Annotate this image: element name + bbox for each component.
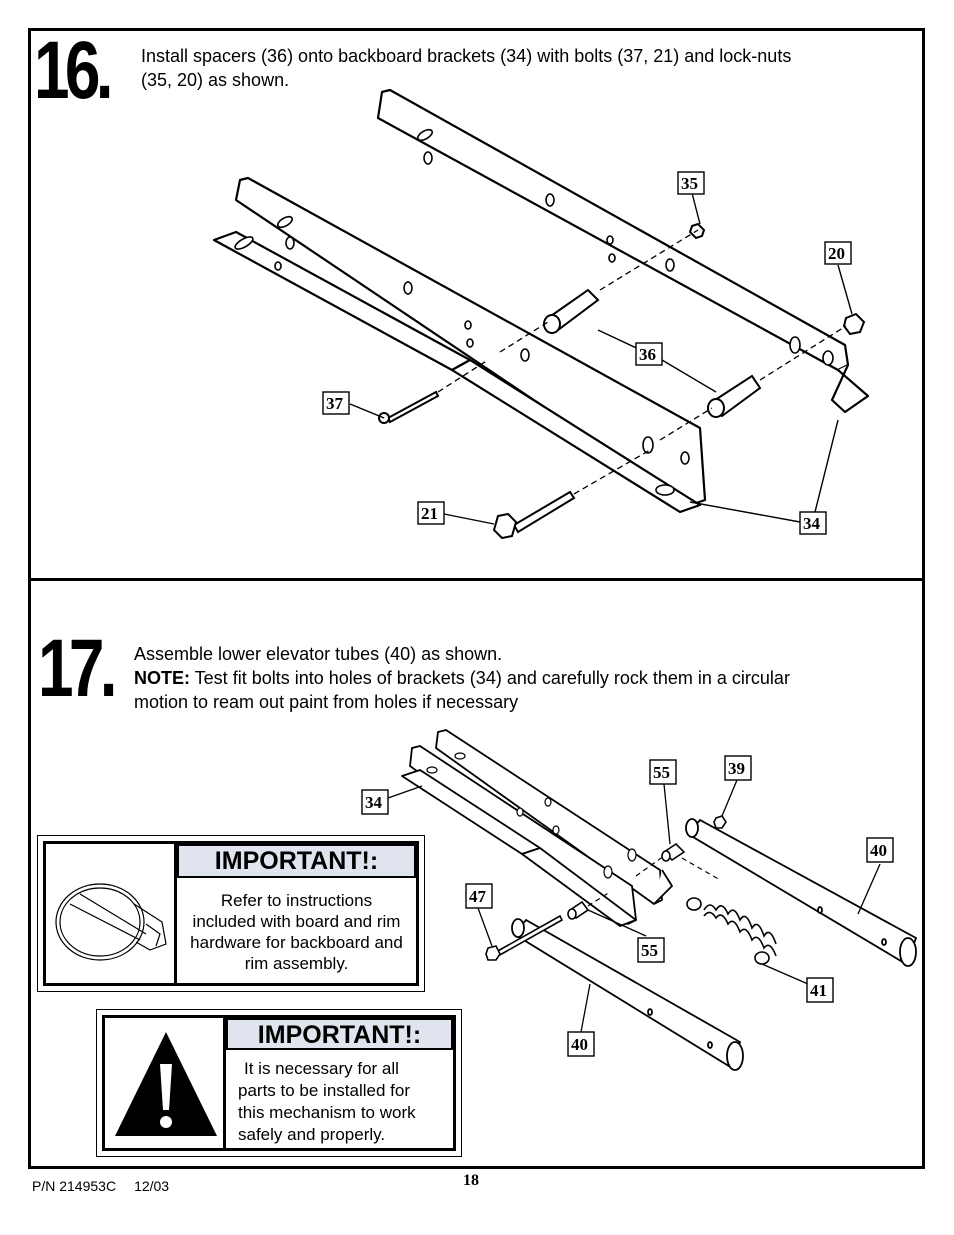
bolt-21	[512, 490, 576, 534]
important-1-line-4: rim assembly.	[244, 954, 349, 973]
nut-20	[842, 312, 866, 336]
step-16-line-1: Install spacers (36) onto backboard brac…	[141, 46, 792, 66]
important-1-line-3: hardware for backboard and	[190, 933, 403, 952]
important-1-line-2: included with board and rim	[192, 912, 401, 931]
step-16-line-2: (35, 20) as shown.	[141, 70, 290, 90]
callout-55b: 55	[641, 941, 658, 960]
step-17-instructions: Assemble lower elevator tubes (40) as sh…	[134, 642, 790, 714]
callout-37: 37	[326, 394, 344, 413]
important-2-line-3: this mechanism to work	[238, 1103, 416, 1122]
step-17-number: 17.	[38, 623, 118, 714]
callout-39: 39	[728, 759, 745, 778]
step-16-number: 16.	[34, 25, 114, 116]
callout-40b: 40	[571, 1035, 588, 1054]
spring-41	[686, 897, 777, 965]
callout-47: 47	[469, 887, 487, 906]
callout-36: 36	[639, 345, 656, 364]
important-2-line-4: safely and properly.	[238, 1125, 386, 1144]
important-heading-1: IMPORTANT!:	[177, 844, 416, 878]
important-box-board-divider	[174, 844, 177, 983]
part-number: P/N 214953C	[32, 1178, 117, 1194]
important-text-2: It is necessary for all parts to be inst…	[238, 1058, 449, 1146]
step-17-diagram: 55 39 34 40 47 55 41 40	[361, 729, 918, 1071]
step-17-note-line-2: motion to ream out paint from holes if n…	[134, 692, 519, 712]
important-box-board-inner: IMPORTANT!: Refer to instructions includ…	[43, 841, 419, 986]
warning-triangle-icon	[115, 1032, 217, 1136]
note-text-1: Test fit bolts into holes of brackets (3…	[190, 668, 790, 688]
callout-55a: 55	[653, 763, 670, 782]
callout-20: 20	[828, 244, 845, 263]
note-label: NOTE:	[134, 668, 190, 688]
bolt-37	[386, 390, 440, 424]
bracket-34-rear	[435, 729, 663, 905]
important-1-line-1: Refer to instructions	[220, 891, 373, 910]
important-box-warning: IMPORTANT!: It is necessary for all part…	[96, 1009, 462, 1157]
important-box-warning-divider	[223, 1018, 226, 1148]
step-16-instructions: Install spacers (36) onto backboard brac…	[141, 44, 791, 92]
tube-40-front	[512, 918, 742, 1070]
step-17-line-1: Assemble lower elevator tubes (40) as sh…	[134, 644, 503, 664]
callout-40a: 40	[870, 841, 887, 860]
important-text-1: Refer to instructions included with boar…	[177, 890, 416, 974]
callout-34-lower: 34	[365, 793, 383, 812]
nut-39	[713, 815, 727, 829]
rim-icon	[55, 883, 167, 961]
important-heading-2: IMPORTANT!:	[226, 1018, 453, 1050]
important-box-board: IMPORTANT!: Refer to instructions includ…	[37, 835, 425, 992]
important-box-warning-inner: IMPORTANT!: It is necessary for all part…	[102, 1015, 456, 1151]
revision-date: 12/03	[134, 1178, 170, 1194]
callout-41: 41	[810, 981, 827, 1000]
important-2-line-1: It is necessary for all	[244, 1059, 399, 1078]
step-17-note-line: NOTE: Test fit bolts into holes of brack…	[134, 666, 790, 690]
callout-35: 35	[681, 174, 698, 193]
footer-part-info: P/N 214953C 12/03	[32, 1178, 169, 1194]
page-number: 18	[463, 1172, 479, 1189]
step-16-diagram: 35 20 36 37 21 34	[212, 88, 870, 540]
page-frame	[28, 28, 925, 1169]
important-2-line-2: parts to be installed for	[238, 1081, 410, 1100]
section-divider	[28, 578, 925, 581]
callout-21: 21	[421, 504, 438, 523]
callout-34: 34	[803, 514, 821, 533]
